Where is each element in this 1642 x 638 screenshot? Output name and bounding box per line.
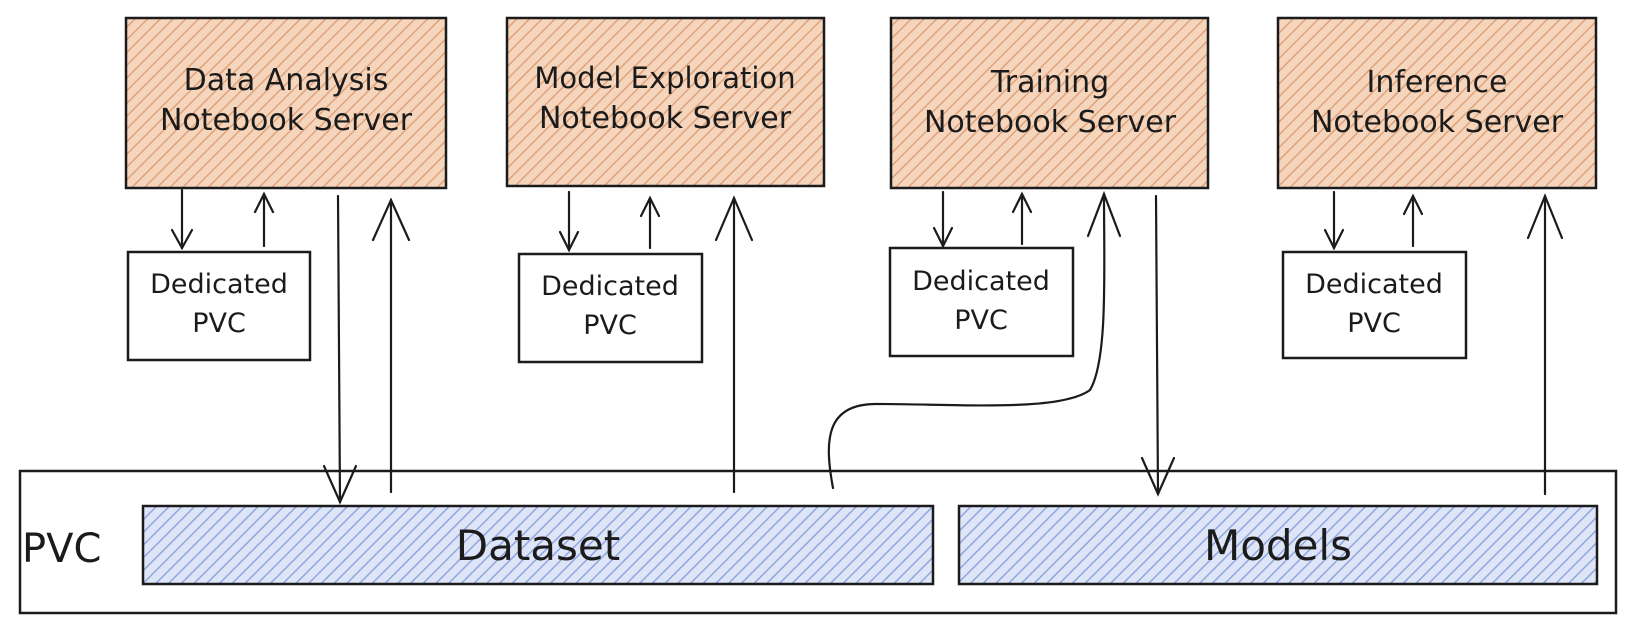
arrow-data-analysis-to-dataset — [322, 194, 358, 505]
dedicated-pvc-box-4: Dedicated PVC — [1281, 250, 1468, 360]
server-box-training: Training Notebook Server — [889, 16, 1210, 190]
arrow-server3-to-dedicated — [932, 190, 954, 249]
server-title-line1: Model Exploration — [534, 61, 795, 95]
shared-pvc-label: PVC — [22, 526, 101, 572]
server-box-data-analysis: Data Analysis Notebook Server — [124, 16, 448, 190]
dataset-label: Dataset — [456, 521, 620, 570]
arrow-server2-to-dedicated — [558, 190, 580, 253]
dedicated-pvc-line2: PVC — [1347, 308, 1401, 339]
dedicated-pvc-line2: PVC — [583, 310, 637, 341]
arrow-dedicated2-to-server — [639, 195, 661, 250]
server-title-line2: Notebook Server — [924, 105, 1177, 140]
dedicated-pvc-line2: PVC — [954, 305, 1008, 336]
server-title-line1: Training — [990, 65, 1109, 100]
arrow-dedicated3-to-server — [1011, 191, 1033, 246]
server-title-line1: Data Analysis — [184, 63, 389, 98]
models-label: Models — [1204, 521, 1352, 570]
dedicated-pvc-line1: Dedicated — [541, 271, 679, 302]
server-title-line1: Inference — [1367, 65, 1508, 100]
dataset-storage-box: Dataset — [141, 504, 935, 586]
dedicated-pvc-line1: Dedicated — [150, 269, 288, 300]
arrow-dedicated4-to-server — [1402, 193, 1424, 248]
arrow-dataset-to-model-exploration — [714, 195, 754, 494]
shared-pvc-container: PVC — [18, 469, 1618, 615]
arrow-dedicated1-to-server — [253, 191, 275, 248]
dedicated-pvc-box-2: Dedicated PVC — [517, 252, 704, 364]
server-box-inference: Inference Notebook Server — [1276, 16, 1598, 190]
arrow-server4-to-dedicated — [1323, 190, 1345, 251]
arrow-models-to-inference — [1526, 193, 1564, 496]
dedicated-pvc-box-1: Dedicated PVC — [126, 250, 312, 362]
dedicated-pvc-line1: Dedicated — [912, 266, 1050, 297]
arrow-training-to-models — [1140, 194, 1176, 497]
server-title-line2: Notebook Server — [539, 101, 792, 136]
arrow-dataset-to-training — [827, 190, 1122, 490]
dedicated-pvc-box-3: Dedicated PVC — [888, 246, 1075, 358]
server-title-line2: Notebook Server — [160, 103, 413, 138]
dedicated-pvc-line1: Dedicated — [1305, 269, 1443, 300]
server-box-model-exploration: Model Exploration Notebook Server — [505, 16, 826, 188]
server-title-line2: Notebook Server — [1311, 105, 1564, 140]
dedicated-pvc-line2: PVC — [192, 308, 246, 339]
arrow-dataset-to-data-analysis — [371, 197, 411, 494]
models-storage-box: Models — [957, 504, 1599, 586]
arrow-server1-to-dedicated — [170, 188, 194, 251]
